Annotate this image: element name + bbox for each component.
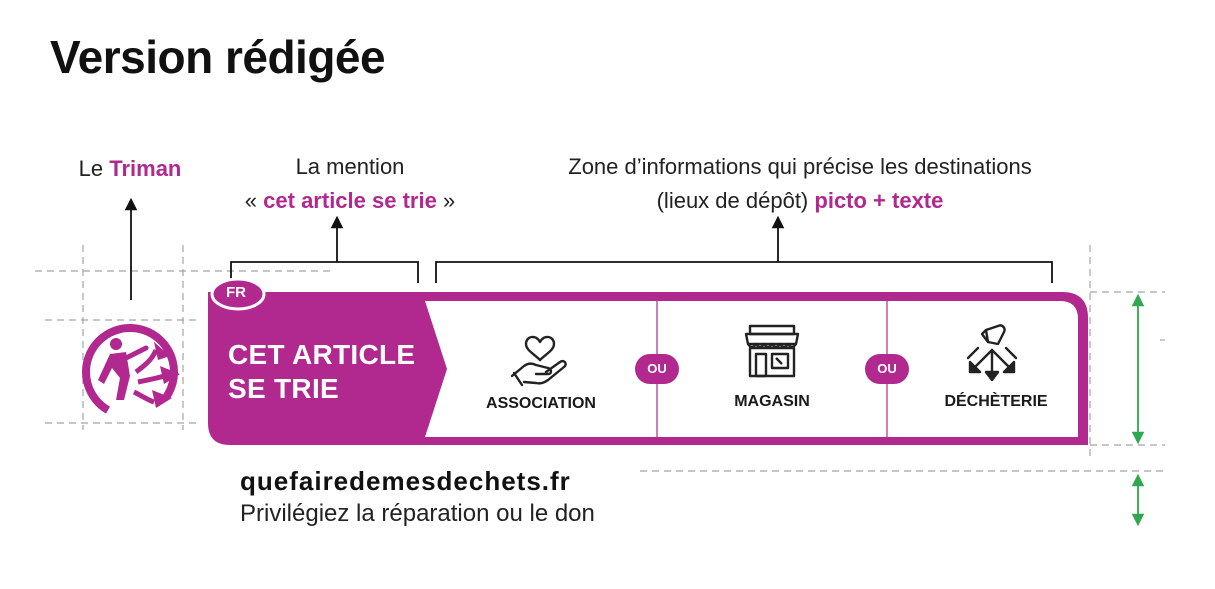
bracket-mention [230, 261, 419, 283]
recycling-center-icon [966, 324, 1018, 382]
country-badge-shape [210, 277, 266, 311]
annotation-mention-line1: La mention [295, 154, 405, 179]
destination-magasin-label: MAGASIN [734, 393, 810, 410]
annotation-triman-highlight: Triman [109, 156, 182, 181]
page-title: Version rédigée [50, 31, 386, 83]
info-zone-background [425, 301, 1078, 437]
dashed-guides [35, 245, 1165, 472]
or-separator-1: OU [635, 354, 679, 384]
annotation-mention-close-quote: » [442, 188, 456, 213]
annotation-zone: Zone d’informations qui précise les dest… [490, 150, 1110, 218]
annotation-zone-line2: (lieux de dépôt) picto + texte [490, 184, 1110, 218]
annotation-mention: La mention « cet article se trie » [210, 150, 490, 218]
annotation-mention-highlight: cet article se trie [263, 188, 437, 213]
hand-heart-icon [510, 335, 567, 387]
annotation-zone-line1: Zone d’informations qui précise les dest… [568, 154, 1032, 179]
annotation-mention-open-quote: « [244, 188, 258, 213]
website-text: quefairedemesdechets.fr [240, 466, 571, 496]
mention-line2: SE TRIE [228, 373, 340, 404]
bracket-zone [435, 261, 1053, 283]
destination-decheterie-label: DÉCHÈTERIE [944, 393, 1048, 410]
country-badge: FR [226, 284, 246, 301]
annotation-triman: Le Triman [60, 152, 200, 186]
triman-logo [82, 324, 180, 420]
annotation-zone-highlight: picto + texte [814, 188, 944, 213]
mention-line1: CET ARTICLE [228, 339, 416, 370]
annotation-zone-line2-prefix: (lieux de dépôt) [656, 188, 809, 213]
tagline-text: Privilégiez la réparation ou le don [240, 500, 595, 527]
or-separator-2: OU [865, 354, 909, 384]
annotation-mention-line2: « cet article se trie » [210, 184, 490, 218]
destination-association-label: ASSOCIATION [486, 395, 596, 412]
annotation-triman-prefix: Le [78, 156, 104, 181]
shop-icon [744, 324, 800, 378]
